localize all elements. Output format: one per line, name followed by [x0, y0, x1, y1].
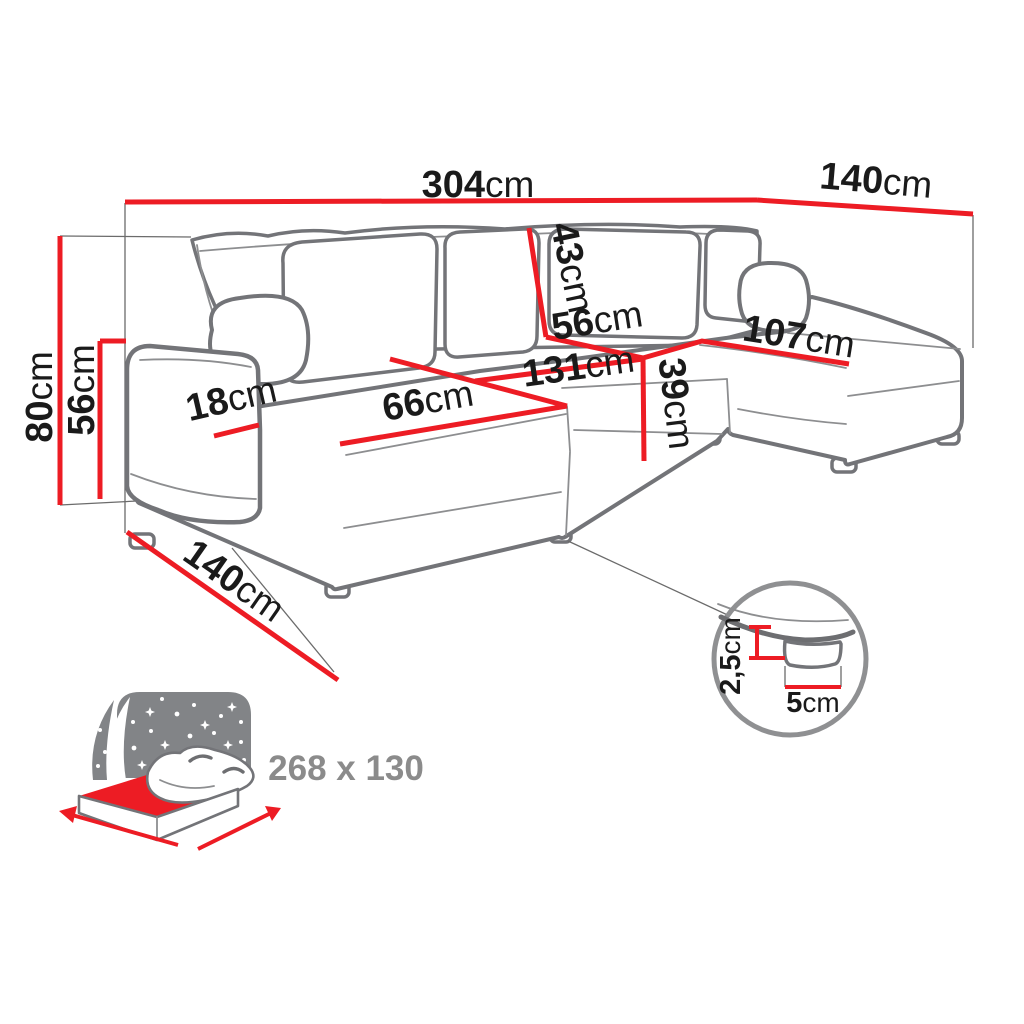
dim-total-width-label: 304cm [422, 164, 535, 206]
dim-seat-height-label: 39cm [649, 356, 702, 452]
dim-total-height-label: 80cm [19, 351, 61, 443]
dim-leg-width-label: 5cm [786, 687, 839, 719]
dim-seat-depth-label: 56cm [549, 293, 646, 349]
back-cushion-2 [443, 227, 541, 359]
sofa-leg-detail [782, 639, 843, 669]
dim-leg-height-label: 2,5cm [715, 617, 747, 695]
back-cushion-3 [547, 227, 702, 340]
leg-detail-callout [567, 540, 869, 738]
unfold-arrows [59, 806, 281, 851]
right-pillow [737, 260, 811, 334]
duvet [145, 745, 255, 804]
night-sky-swoosh-small [92, 700, 114, 780]
dim-center-seat-width-label: 131cm [520, 338, 637, 395]
dim-right-seat-length-label: 107cm [740, 308, 858, 367]
dim-back-cushion-height-label: 43cm [542, 218, 602, 316]
sofa-bed-icon [59, 692, 281, 851]
sofa-seams [343, 332, 961, 536]
dimension-lines [57, 197, 974, 683]
sofa-illustration [124, 222, 964, 599]
dim-depth-right-label: 140cm [818, 155, 934, 207]
left-armrest [124, 343, 263, 525]
dim-armrest-height-label: 56cm [61, 344, 103, 436]
back-cushion-1 [281, 232, 439, 384]
dim-left-seat-width-label: 66cm [379, 373, 477, 430]
moon-swoosh [107, 697, 130, 780]
sleeping-area-label: 268 x 130 [268, 749, 424, 788]
